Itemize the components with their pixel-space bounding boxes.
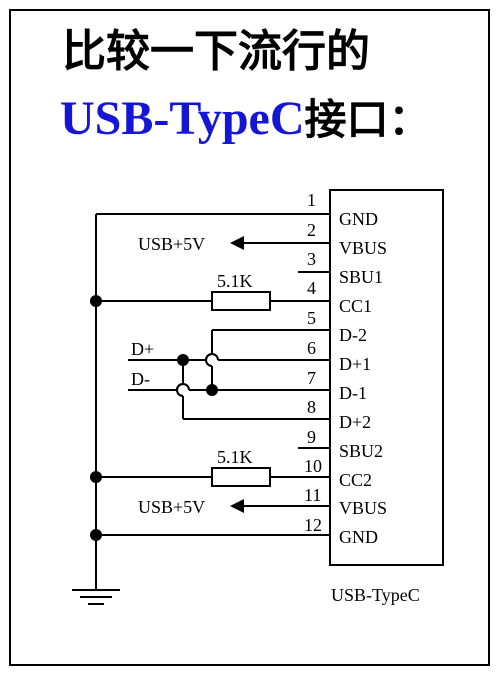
pin-label-cc1: CC1 [339, 296, 372, 316]
net-label-dminus: D- [131, 369, 150, 389]
diagram-frame [9, 9, 490, 666]
resistor-cc1-value: 5.1K [217, 271, 253, 291]
power-label-top: USB+5V [138, 234, 205, 254]
pin-stubs [298, 213, 330, 536]
pin-number-4: 4 [307, 278, 316, 298]
connector-name: USB-TypeC [331, 585, 420, 605]
pin-number-3: 3 [307, 249, 316, 269]
pin-label-vbus-bottom: VBUS [339, 498, 387, 518]
resistor-cc2-value: 5.1K [217, 447, 253, 467]
pin-number-10: 10 [304, 456, 322, 476]
pin-number-5: 5 [307, 308, 316, 328]
pin-label-vbus-top: VBUS [339, 238, 387, 258]
pin-label-dminus2: D-2 [339, 325, 367, 345]
pin-label-cc2: CC2 [339, 470, 372, 490]
pin-number-1: 1 [307, 190, 316, 210]
resistor-cc2 [211, 467, 271, 487]
pin-label-sbu1: SBU1 [339, 267, 383, 287]
connector-body [329, 189, 444, 566]
title-usb-typec: USB-TypeC [60, 92, 305, 145]
pin-number-7: 7 [307, 368, 316, 388]
resistor-cc1 [211, 291, 271, 311]
data-lines [128, 329, 298, 420]
pin-label-gnd-top: GND [339, 209, 378, 229]
pin-label-dplus1: D+1 [339, 354, 371, 374]
pin-label-dplus2: D+2 [339, 412, 371, 432]
net-label-dplus: D+ [131, 339, 154, 359]
pin-number-8: 8 [307, 397, 316, 417]
pin-label-gnd-bottom: GND [339, 527, 378, 547]
title-line-1: 比较一下流行的 [62, 26, 370, 77]
title-line-2: USB-TypeC接口： [60, 95, 431, 143]
title-interface: 接口： [304, 95, 431, 144]
pin-number-2: 2 [307, 220, 316, 240]
pin-number-11: 11 [304, 485, 321, 505]
pin-label-sbu2: SBU2 [339, 441, 383, 461]
pin-number-12: 12 [304, 515, 322, 535]
ground-symbol [72, 589, 120, 605]
pin-number-6: 6 [307, 338, 316, 358]
power-arrow-bottom [230, 499, 244, 513]
pin-number-9: 9 [307, 427, 316, 447]
pin-label-dminus1: D-1 [339, 383, 367, 403]
power-arrow-top [230, 236, 244, 250]
power-label-bottom: USB+5V [138, 497, 205, 517]
ground-bus [95, 213, 298, 590]
